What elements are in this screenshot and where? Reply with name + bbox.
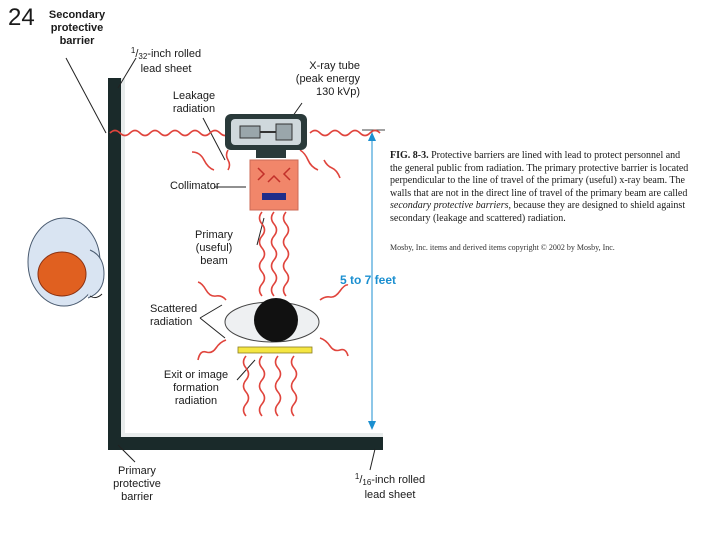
lead-sheet-top-label: 1/32-inch rolled lead sheet xyxy=(130,46,202,75)
xray-tube xyxy=(225,114,307,158)
scattered-radiation-label: Scattered radiation xyxy=(150,303,198,328)
lead-bottom-fraction-den: 16 xyxy=(362,478,372,487)
primary-beam-label: Primary (useful) beam xyxy=(195,229,233,267)
lead-top-text: -inch rolled lead sheet xyxy=(140,48,202,75)
lead-top-fraction-num: 1 xyxy=(130,46,136,55)
primary-beam-waves xyxy=(258,211,290,297)
xray-tube-label: X-ray tube (peak energy 130 kVp) xyxy=(295,60,360,98)
leakage-radiation-waves xyxy=(109,129,381,179)
image-receptor-table xyxy=(237,346,313,354)
lead-bottom-text: -inch rolled lead sheet xyxy=(364,474,426,501)
distance-label: 5 to 7 feet xyxy=(340,273,397,287)
figure-number: FIG. 8-3. xyxy=(390,150,429,161)
exit-radiation-label: Exit or image formation radiation xyxy=(163,369,229,407)
primary-wall xyxy=(108,78,383,450)
caption-text-part1: Protective barriers are lined with lead … xyxy=(390,150,689,199)
primary-barrier-label: Primary protective barrier xyxy=(113,465,161,503)
lead-bottom-fraction-num: 1 xyxy=(354,472,360,481)
lead-top-fraction-den: 32 xyxy=(138,52,148,61)
figure-caption: FIG. 8-3. Protective barriers are lined … xyxy=(390,150,690,226)
leader-lines xyxy=(65,57,376,471)
lead-sheet-bottom-label: 1/16-inch rolled lead sheet xyxy=(354,472,426,501)
scattered-radiation-waves xyxy=(197,281,349,361)
patient xyxy=(224,298,320,354)
collimator-label: Collimator xyxy=(170,180,220,192)
slide-number: 24 xyxy=(8,4,35,31)
secondary-barrier-label: Secondary protective barrier xyxy=(48,9,106,47)
collimator xyxy=(249,159,299,211)
caption-italic: secondary protective barriers, xyxy=(390,200,511,212)
caption-text-part2: because they are designed to shield agai… xyxy=(390,200,686,224)
technologist xyxy=(27,217,105,307)
copyright-line: Mosby, Inc. items and derived items copy… xyxy=(390,243,615,252)
exit-radiation-waves xyxy=(242,355,298,417)
leakage-radiation-label: Leakage radiation xyxy=(172,90,216,115)
